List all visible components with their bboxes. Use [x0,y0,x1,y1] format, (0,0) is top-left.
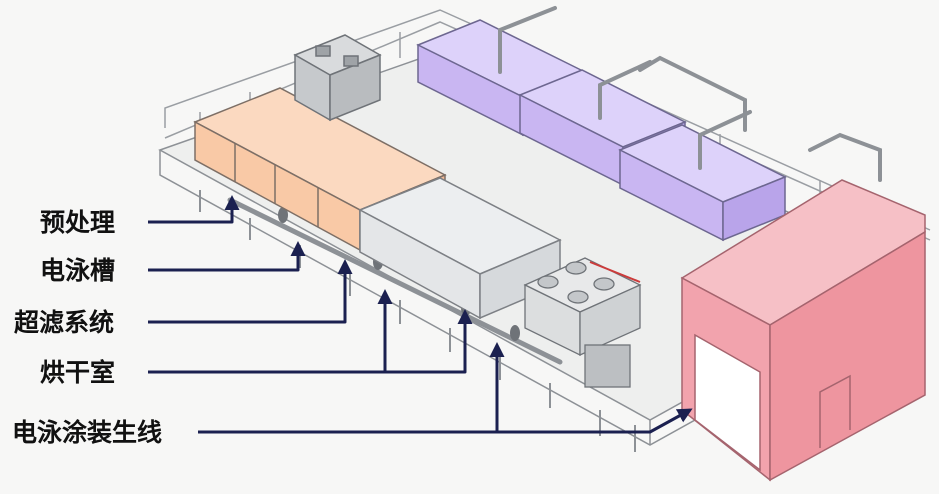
leader-line [198,408,693,434]
electrophoresis-tank [358,177,562,320]
callout-leaders [148,195,693,434]
label-pretreatment: 预处理 [40,208,115,237]
label-electrophoresis-tank: 电泳槽 [40,256,115,285]
label-drying-room: 烘干室 [40,358,115,387]
chiller-unit [293,34,382,122]
ultrafiltration-system [523,257,642,388]
overhead-pipes [498,6,882,182]
leader-pretreatment [148,195,240,224]
label-ultrafiltration-system: 超滤系统 [14,308,114,337]
leader-tank [148,241,306,272]
drying-room [680,179,926,482]
rinse-tank-3 [618,124,787,242]
leader-ultrafiltration [148,259,353,324]
front-pipe [227,197,563,365]
label-coating-line: 电泳涂装生线 [12,418,162,447]
leader-drying [148,309,473,374]
